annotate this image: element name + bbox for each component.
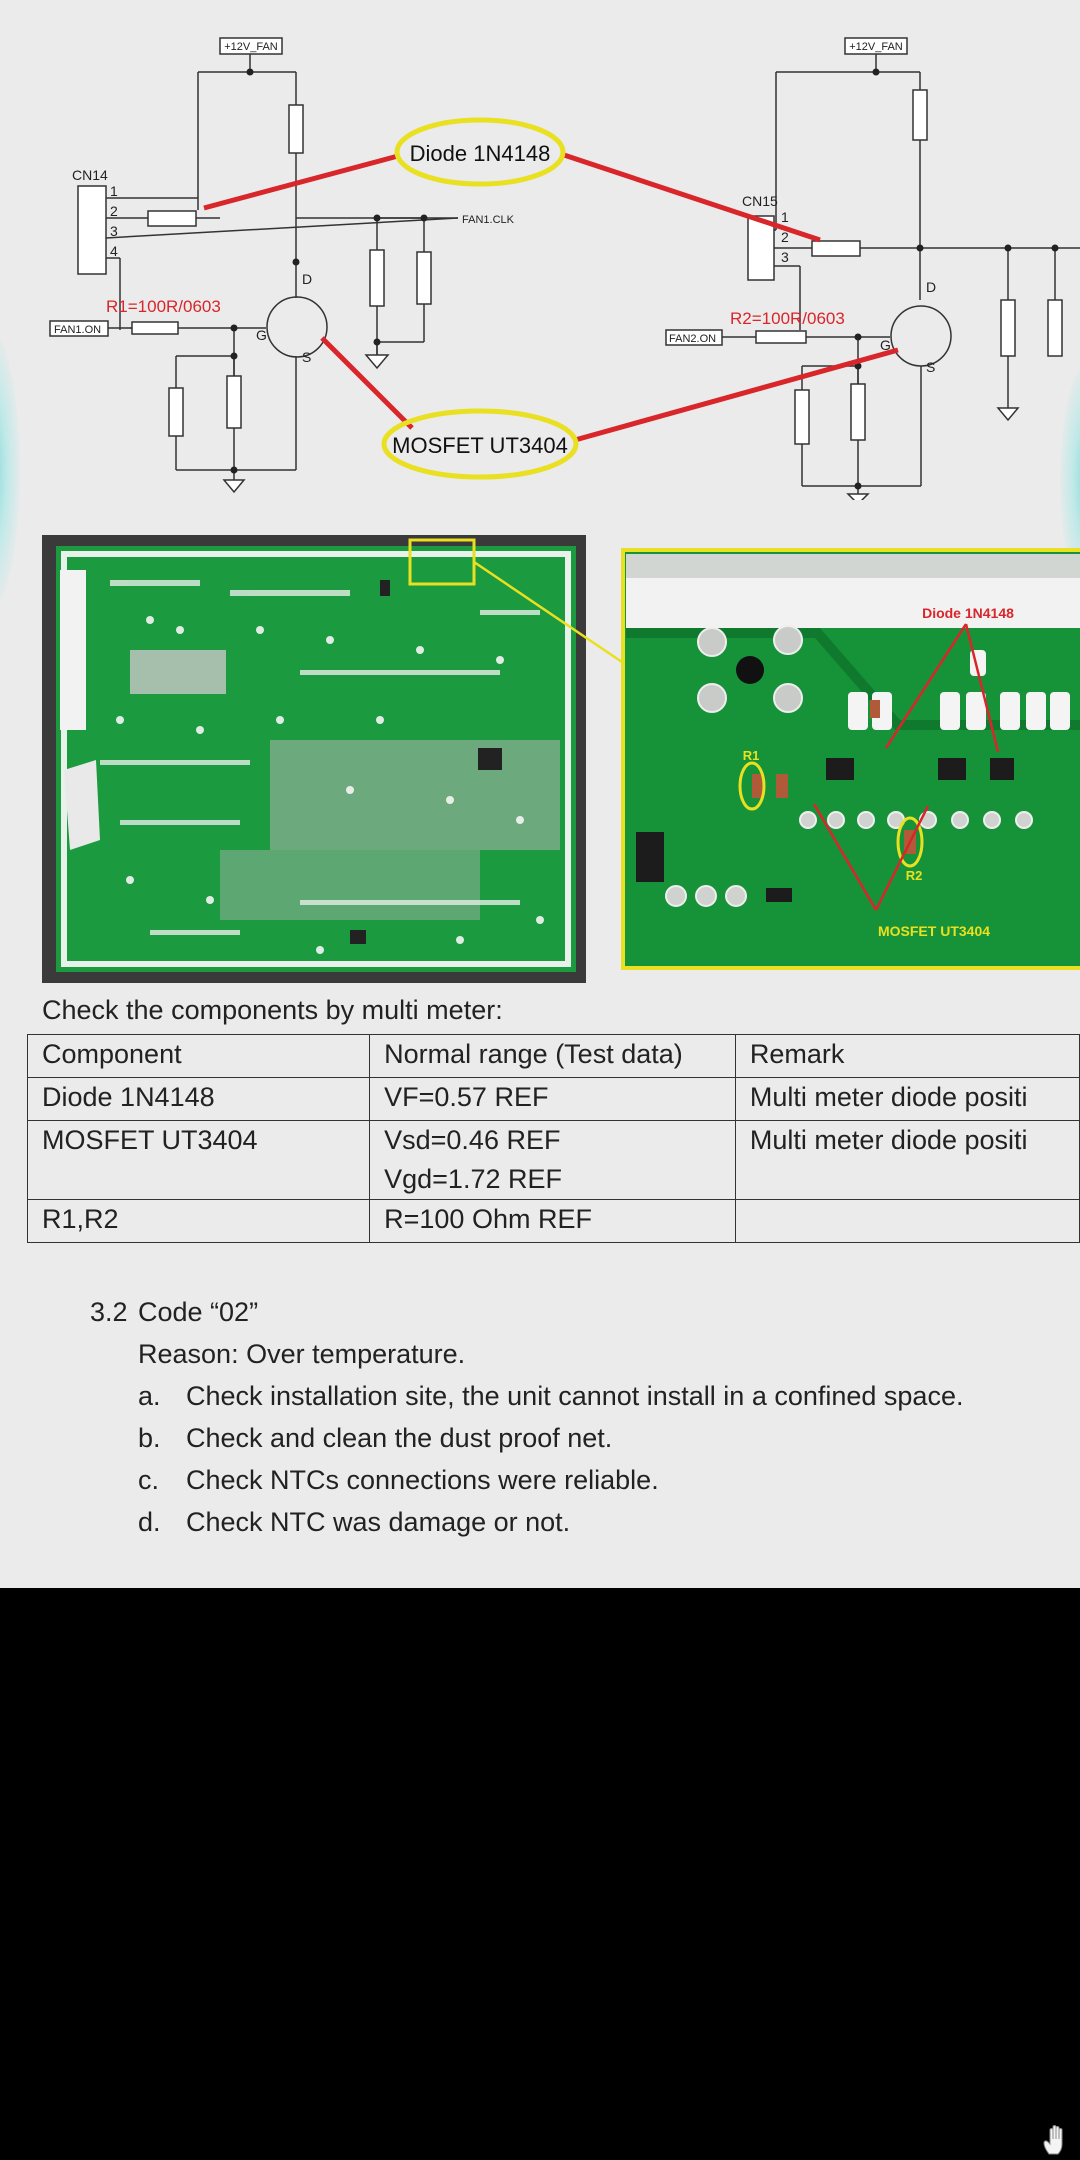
right-connector-label: CN15 — [742, 193, 778, 209]
pcb-board-photo — [42, 535, 586, 983]
right-gate-label: G — [880, 337, 891, 353]
list-item: Check and clean the dust proof net. — [186, 1423, 613, 1453]
right-drain-label: D — [926, 279, 936, 295]
list-marker: b. — [138, 1423, 161, 1453]
list-item: Check NTCs connections were reliable. — [186, 1465, 659, 1495]
cell-component: MOSFET UT3404 — [26, 1120, 371, 1200]
cell-component: R1,R2 — [26, 1199, 371, 1243]
list-item: Check installation site, the unit cannot… — [186, 1381, 964, 1411]
component-test-table: Component Normal range (Test data) Remar… — [26, 1034, 1080, 1243]
section-title: Code “02” — [138, 1297, 259, 1327]
list-marker: a. — [138, 1381, 161, 1411]
cell-remark — [734, 1199, 1080, 1243]
zoom-r1-label: R1 — [743, 748, 760, 763]
pcb-photo-panel: Diode 1N4148 MOSFET UT3404 R1 R2 — [42, 535, 1080, 983]
mosfet-callout-ring — [381, 408, 579, 480]
table-row: Diode 1N4148 VF=0.57 REF Multi meter dio… — [26, 1077, 1080, 1121]
cn14-pin-3: 3 — [110, 223, 118, 239]
left-clk-label: FAN1.CLK — [462, 214, 515, 226]
list-marker: d. — [138, 1507, 161, 1537]
section-number: 3.2 — [90, 1297, 128, 1327]
list-marker: c. — [138, 1465, 160, 1495]
left-source-label: S — [302, 349, 311, 365]
cell-range-line: Vgd=1.72 REF — [384, 1164, 562, 1194]
header-component: Component — [26, 1034, 371, 1078]
cell-component: Diode 1N4148 — [26, 1077, 371, 1121]
mosfet-callout-label: MOSFET UT3404 — [392, 433, 568, 458]
header-remark: Remark — [734, 1034, 1080, 1078]
document-page: +12V_FAN +12V_FAN FAN1.CLK FAN1.ON FAN2.… — [0, 0, 1080, 1588]
cn15-pin-3: 3 — [781, 249, 789, 265]
left-edge-glow — [0, 330, 20, 610]
table-header-row: Component Normal range (Test data) Remar… — [26, 1034, 1080, 1078]
cell-range-line: Vsd=0.46 REF — [384, 1125, 561, 1155]
cn14-pin-1: 1 — [110, 183, 118, 199]
cell-remark: Multi meter diode positi — [734, 1077, 1080, 1121]
right-power-label: +12V_FAN — [849, 41, 903, 53]
right-resistor-label: R2=100R/0603 — [730, 309, 845, 328]
left-on-label: FAN1.ON — [54, 324, 101, 336]
cn14-pin-4: 4 — [110, 243, 118, 259]
table-row: MOSFET UT3404 Vsd=0.46 REF Vgd=1.72 REF … — [26, 1120, 1080, 1200]
diode-callout-label: Diode 1N4148 — [410, 141, 551, 166]
right-edge-glow — [1060, 360, 1080, 600]
cell-range: VF=0.57 REF — [369, 1077, 736, 1121]
zoom-r2-label: R2 — [906, 868, 923, 883]
cn14-pin-2: 2 — [110, 203, 118, 219]
cn15-pin-1: 1 — [781, 209, 789, 225]
left-gate-label: G — [256, 327, 267, 343]
header-normal-range: Normal range (Test data) — [369, 1034, 736, 1078]
pcb-zoom-photo: Diode 1N4148 MOSFET UT3404 R1 R2 — [621, 548, 1080, 970]
cn15-pin-2: 2 — [781, 229, 789, 245]
hand-icon[interactable] — [1040, 2124, 1072, 2156]
left-power-label: +12V_FAN — [224, 41, 278, 53]
right-on-label: FAN2.ON — [669, 333, 716, 345]
left-drain-label: D — [302, 271, 312, 287]
zoom-diode-label: Diode 1N4148 — [922, 605, 1014, 621]
right-source-label: S — [926, 359, 935, 375]
table-row: R1,R2 R=100 Ohm REF — [26, 1199, 1080, 1243]
cell-range: Vsd=0.46 REF Vgd=1.72 REF — [369, 1120, 736, 1200]
cell-range: R=100 Ohm REF — [369, 1199, 736, 1243]
left-connector-label: CN14 — [72, 167, 108, 183]
diode-callout-ring — [394, 117, 566, 187]
intro-text: Check the components by multi meter: — [42, 995, 503, 1025]
section-reason: Reason: Over temperature. — [138, 1339, 466, 1369]
left-resistor-label: R1=100R/0603 — [106, 297, 221, 316]
fan-circuit-schematic: +12V_FAN +12V_FAN FAN1.CLK FAN1.ON FAN2.… — [49, 37, 1080, 500]
list-item: Check NTC was damage or not. — [186, 1507, 571, 1537]
cell-remark: Multi meter diode positi — [734, 1120, 1080, 1200]
zoom-mosfet-label: MOSFET UT3404 — [878, 923, 990, 939]
